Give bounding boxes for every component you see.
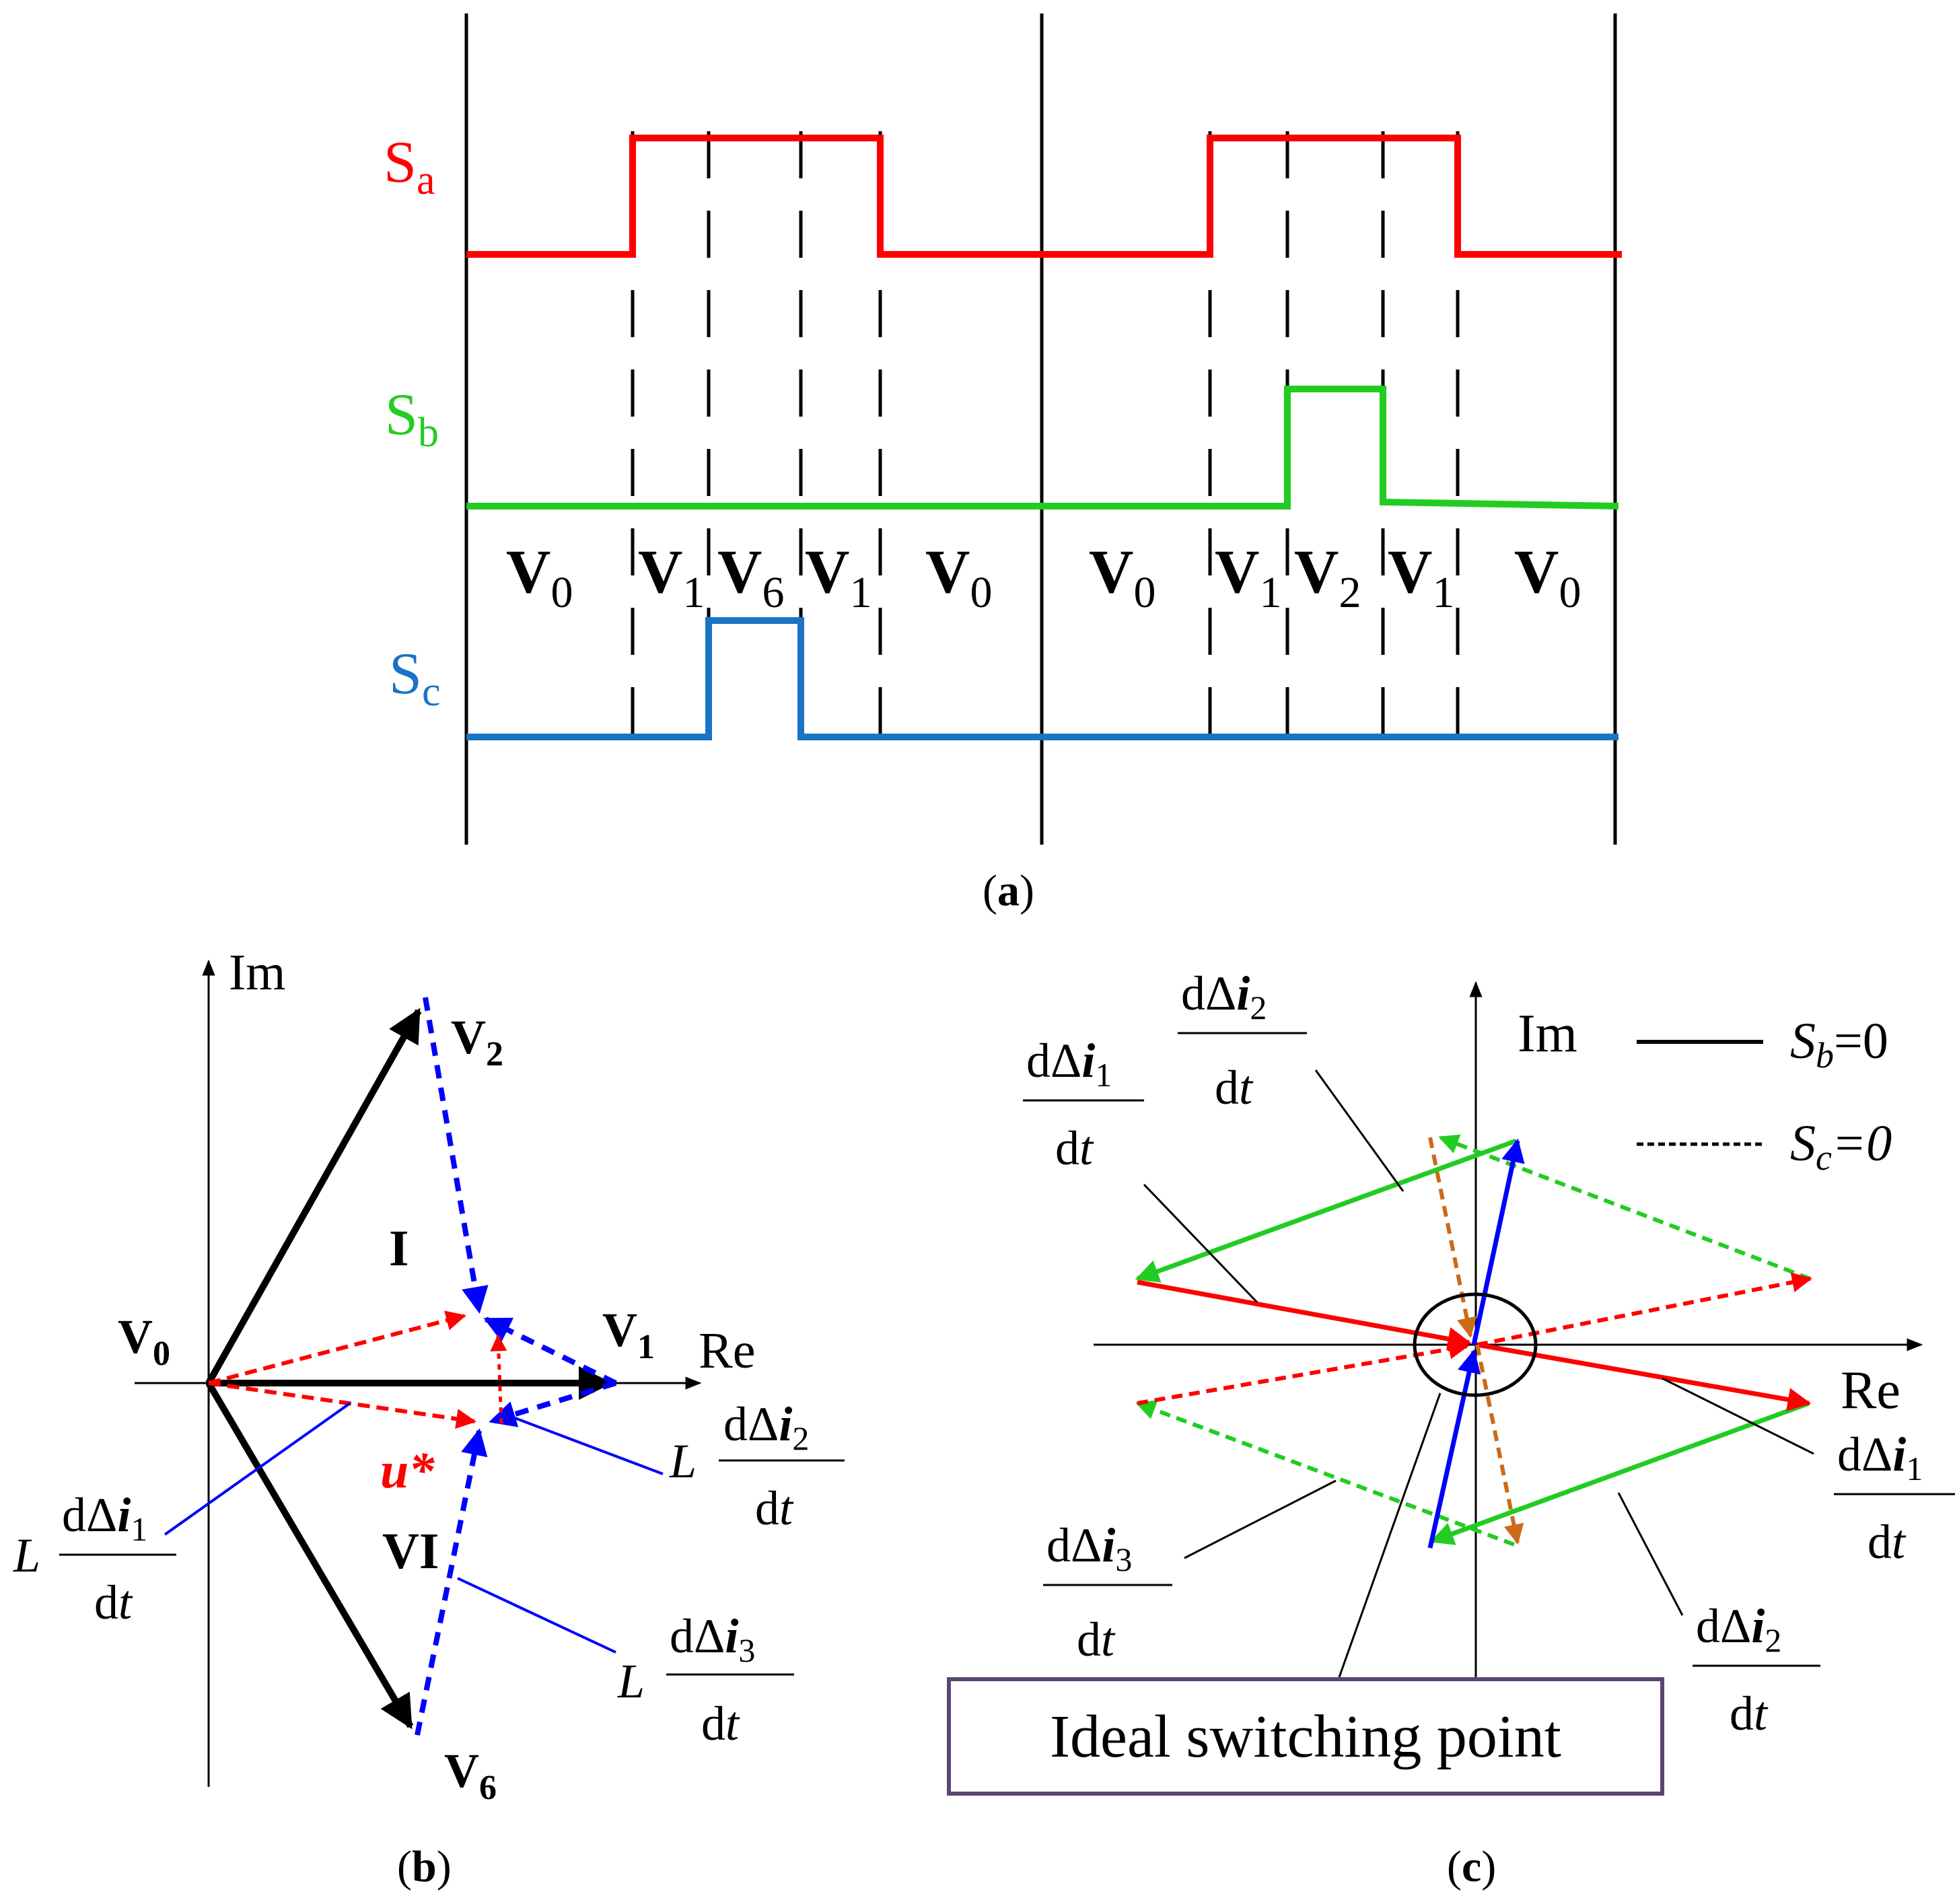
- axis-label-im: Im: [229, 944, 285, 1001]
- caption-b: (b): [397, 1842, 452, 1891]
- leader-di2: [511, 1415, 664, 1475]
- sector-label: V1: [638, 537, 705, 617]
- leader-di3: [457, 1577, 616, 1654]
- label-c-di2-top: dΔi2 dt: [1178, 966, 1307, 1115]
- label-c-di2-bottom: dΔi2 dt: [1693, 1599, 1820, 1740]
- axis-label-im-c: Im: [1518, 1004, 1577, 1063]
- blue-dashed-v2-to-ref: [423, 997, 489, 1314]
- panel-b: Im Re V0 V1 V2 V6 I VI u* L dΔi1 dt: [13, 944, 845, 1891]
- leader-c-di2-bottom: [1617, 1492, 1684, 1616]
- red-dotted-ref-link: [490, 1334, 507, 1424]
- label-v0: V0: [118, 1310, 170, 1373]
- ideal-switching-point-box: [947, 1677, 1664, 1796]
- axis-label-re-c: Re: [1841, 1361, 1900, 1420]
- sector-label: V1: [1215, 537, 1281, 617]
- vector-v6: [205, 1381, 414, 1730]
- svg-text:dΔi3: dΔi3: [1046, 1518, 1132, 1578]
- label-c-di1-right: dΔi1 dt: [1834, 1427, 1955, 1569]
- sector-label: V0: [1514, 537, 1581, 617]
- sector-label: V2: [1294, 537, 1361, 617]
- switching-point-ellipse: [1413, 1292, 1538, 1397]
- red-solid-outgoing: [1476, 1342, 1812, 1411]
- label-c-di1-top: dΔi1 dt: [1023, 1034, 1144, 1175]
- svg-text:dΔi1: dΔi1: [1837, 1427, 1923, 1487]
- svg-text:dt: dt: [1730, 1687, 1769, 1740]
- svg-text:L: L: [617, 1654, 645, 1708]
- label-v2: V2: [451, 1010, 503, 1073]
- leader-c-di3-left: [1184, 1479, 1337, 1559]
- leader-di1: [164, 1402, 351, 1536]
- label-u-ref: u*: [380, 1442, 435, 1499]
- label-sector-6: VI: [382, 1523, 439, 1580]
- label-l-di2-dt: L dΔi2 dt: [669, 1397, 845, 1535]
- sa-waveform: [466, 135, 1622, 258]
- period-boundaries: [464, 13, 1617, 845]
- sc-waveform: [466, 617, 1618, 740]
- caption-a: (a): [983, 866, 1034, 915]
- leader-c-di2-top: [1314, 1069, 1404, 1192]
- legend-sb: Sb=0: [1790, 1013, 1888, 1076]
- vector-v2: [205, 1008, 422, 1385]
- blue-dashed-v6-to-ref: [415, 1428, 488, 1736]
- ideal-switching-point-text: Ideal switching point: [1050, 1703, 1561, 1770]
- svg-text:dt: dt: [755, 1481, 794, 1535]
- red-solid-incoming: [1137, 1279, 1472, 1351]
- signal-label-sb: Sb: [385, 382, 439, 456]
- sector-labels: V0 V1 V6 V1 V0 V0 V1 V2 V1 V0: [506, 537, 1581, 617]
- svg-text:dt: dt: [1055, 1121, 1094, 1175]
- green-dashed-upper: [1438, 1134, 1812, 1281]
- caption-c: (c): [1447, 1842, 1496, 1891]
- green-dashed-lower: [1135, 1400, 1516, 1547]
- sector-label: V1: [1388, 537, 1454, 617]
- svg-text:dΔi3: dΔi3: [670, 1609, 755, 1669]
- label-v1: V1: [602, 1303, 655, 1366]
- svg-text:dΔi1: dΔi1: [1026, 1034, 1112, 1094]
- green-solid-lower: [1429, 1401, 1810, 1545]
- sector-label: V0: [1089, 537, 1155, 617]
- svg-text:dt: dt: [1867, 1515, 1907, 1569]
- blue-solid-upper: [1471, 1138, 1525, 1345]
- blue-dashed-v1-to-ref-lower: [489, 1380, 617, 1427]
- sector-label: V1: [805, 537, 871, 617]
- label-l-di3-dt: L dΔi3 dt: [617, 1609, 794, 1751]
- panel-a: Sa Sb Sc V0 V1 V6 V1 V0 V0 V1 V2 V1 V0 (…: [384, 13, 1622, 915]
- axis-label-re: Re: [699, 1323, 755, 1379]
- svg-text:dΔi2: dΔi2: [1696, 1599, 1781, 1659]
- svg-text:L: L: [669, 1434, 697, 1488]
- label-v6: V6: [444, 1744, 497, 1807]
- red-dashed-outgoing: [1476, 1272, 1812, 1347]
- blue-solid-lower: [1427, 1349, 1481, 1549]
- svg-text:L: L: [13, 1528, 40, 1582]
- svg-text:dΔi2: dΔi2: [1181, 966, 1267, 1026]
- red-dashed-v0-to-ref-upper: [208, 1310, 466, 1385]
- label-c-di3-left: dΔi3 dt: [1043, 1518, 1172, 1666]
- legend-sc: Sc=0: [1790, 1115, 1892, 1178]
- switching-instants: [631, 131, 1460, 740]
- svg-text:dt: dt: [94, 1576, 133, 1629]
- svg-text:dt: dt: [701, 1697, 740, 1751]
- label-l-di1-dt: L dΔi1 dt: [13, 1488, 176, 1629]
- sector-label: V0: [506, 537, 573, 617]
- svg-text:dΔi2: dΔi2: [723, 1397, 809, 1457]
- signal-label-sa: Sa: [384, 130, 435, 203]
- sector-label: V0: [925, 537, 992, 617]
- red-dashed-incoming: [1137, 1339, 1469, 1405]
- signal-label-sc: Sc: [389, 641, 440, 715]
- legend: Sb=0 Sc=0: [1637, 1013, 1892, 1178]
- leader-c-di1-top: [1143, 1183, 1258, 1304]
- leader-c-box: [1338, 1392, 1442, 1678]
- green-solid-upper: [1135, 1138, 1518, 1283]
- blue-dashed-v1-to-ref-upper: [483, 1316, 617, 1386]
- svg-text:dΔi1: dΔi1: [62, 1488, 147, 1548]
- label-sector-1: I: [389, 1220, 409, 1277]
- svg-text:dt: dt: [1077, 1613, 1116, 1666]
- leader-c-di1-right: [1662, 1377, 1814, 1455]
- red-dashed-v0-to-ref-lower: [208, 1381, 476, 1429]
- panel-c: Im Re Sb=0 Sc=0: [947, 966, 1955, 1891]
- svg-text:dt: dt: [1215, 1061, 1254, 1115]
- sb-waveform: [466, 386, 1619, 509]
- sector-label: V6: [717, 537, 784, 617]
